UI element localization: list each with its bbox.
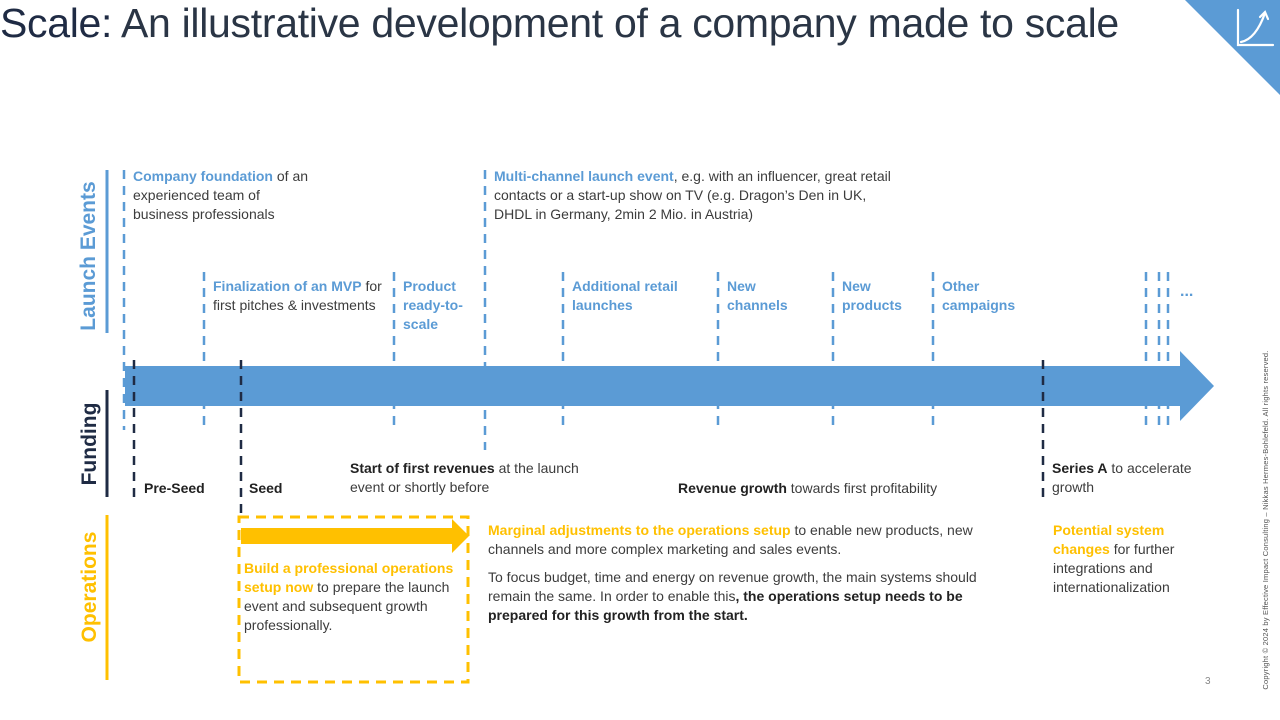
series-a-bold: Series A <box>1052 460 1108 476</box>
operations-build-box <box>237 515 470 684</box>
marginal-adjustments-highlight: Marginal adjustments to the operations s… <box>488 522 791 538</box>
marginal-adjustments-text: Marginal adjustments to the operations s… <box>488 521 1023 559</box>
page-title: Scale: An illustrative development of a … <box>0 0 1280 47</box>
build-operations-rest: to prepare the launch event and subseque… <box>244 579 450 633</box>
other-campaigns-text: Other campaigns <box>942 278 1016 313</box>
revenue-growth-bold: Revenue growth <box>678 480 787 496</box>
first-revenues-text: Start of first revenues at the launch ev… <box>350 459 610 497</box>
multi-channel-highlight: Multi-channel launch event <box>494 168 674 184</box>
row-label-launch-events: Launch Events <box>77 181 100 331</box>
copyright-notice: Copyright © 2024 by Effective Impact Con… <box>1261 350 1270 690</box>
multi-channel-text: Multi-channel launch event, e.g. with an… <box>494 167 894 224</box>
mvp-highlight: Finalization of an MVP <box>213 278 362 294</box>
new-products-text: New products <box>842 278 902 313</box>
series-a-text: Series A to accelerate growth <box>1052 459 1212 497</box>
multi-channel-rest: , e.g. with an influencer, great retail … <box>494 168 891 222</box>
corner-badge <box>1185 0 1280 95</box>
marginal-adjustments-rest: to enable new products, new channels and… <box>488 522 973 557</box>
first-revenues-bold: Start of first revenues <box>350 460 495 476</box>
mvp-text: Finalization of an MVP for first pitches… <box>213 277 383 315</box>
company-foundation-text: Company foundation of an experienced tea… <box>133 167 318 224</box>
focus-text: To focus budget, time and energy on reve… <box>488 568 1023 625</box>
build-operations-text: Build a professional operations setup no… <box>244 559 466 635</box>
revenue-growth-rest: towards first profitability <box>786 480 938 496</box>
mvp-rest: for first pitches & investments <box>213 278 382 313</box>
potential-changes-text: Potential system changes for further int… <box>1053 521 1203 597</box>
growth-curve-icon <box>1236 8 1275 47</box>
potential-changes-highlight: Potential system changes <box>1053 522 1165 557</box>
funding-markers <box>132 360 1045 515</box>
title-rest: An illustrative development of a company… <box>112 0 1119 46</box>
new-channels-text: New channels <box>727 278 788 313</box>
row-label-funding: Funding <box>78 402 101 486</box>
focus-rest: To focus budget, time and energy on reve… <box>488 569 977 604</box>
operations-arrow <box>241 519 469 553</box>
title-accent: Scale: <box>0 0 113 46</box>
series-a-rest: to accelerate growth <box>1052 460 1192 495</box>
additional-retail-text: Additional retail launches <box>572 278 678 313</box>
build-operations-highlight: Build a professional operations setup no… <box>244 560 454 595</box>
company-foundation-rest: of an experienced team of business profe… <box>133 168 309 222</box>
company-foundation-highlight: Company foundation <box>133 168 273 184</box>
revenue-growth-text: Revenue growth towards first profitabili… <box>678 479 998 498</box>
product-ready-text: Product ready-to-scale <box>403 278 463 332</box>
potential-changes-rest: for further integrations and internation… <box>1053 541 1175 595</box>
first-revenues-rest: at the launch event or shortly before <box>350 460 579 495</box>
focus-bold: , the operations setup needs to be prepa… <box>488 588 963 623</box>
seed-label: Seed <box>249 480 283 496</box>
pre-seed-label: Pre-Seed <box>144 480 205 496</box>
more-events-ellipsis: ... <box>1180 283 1194 300</box>
timeline-arrow <box>125 351 1214 421</box>
row-label-operations: Operations <box>78 531 101 643</box>
page-number: 3 <box>1205 676 1211 687</box>
